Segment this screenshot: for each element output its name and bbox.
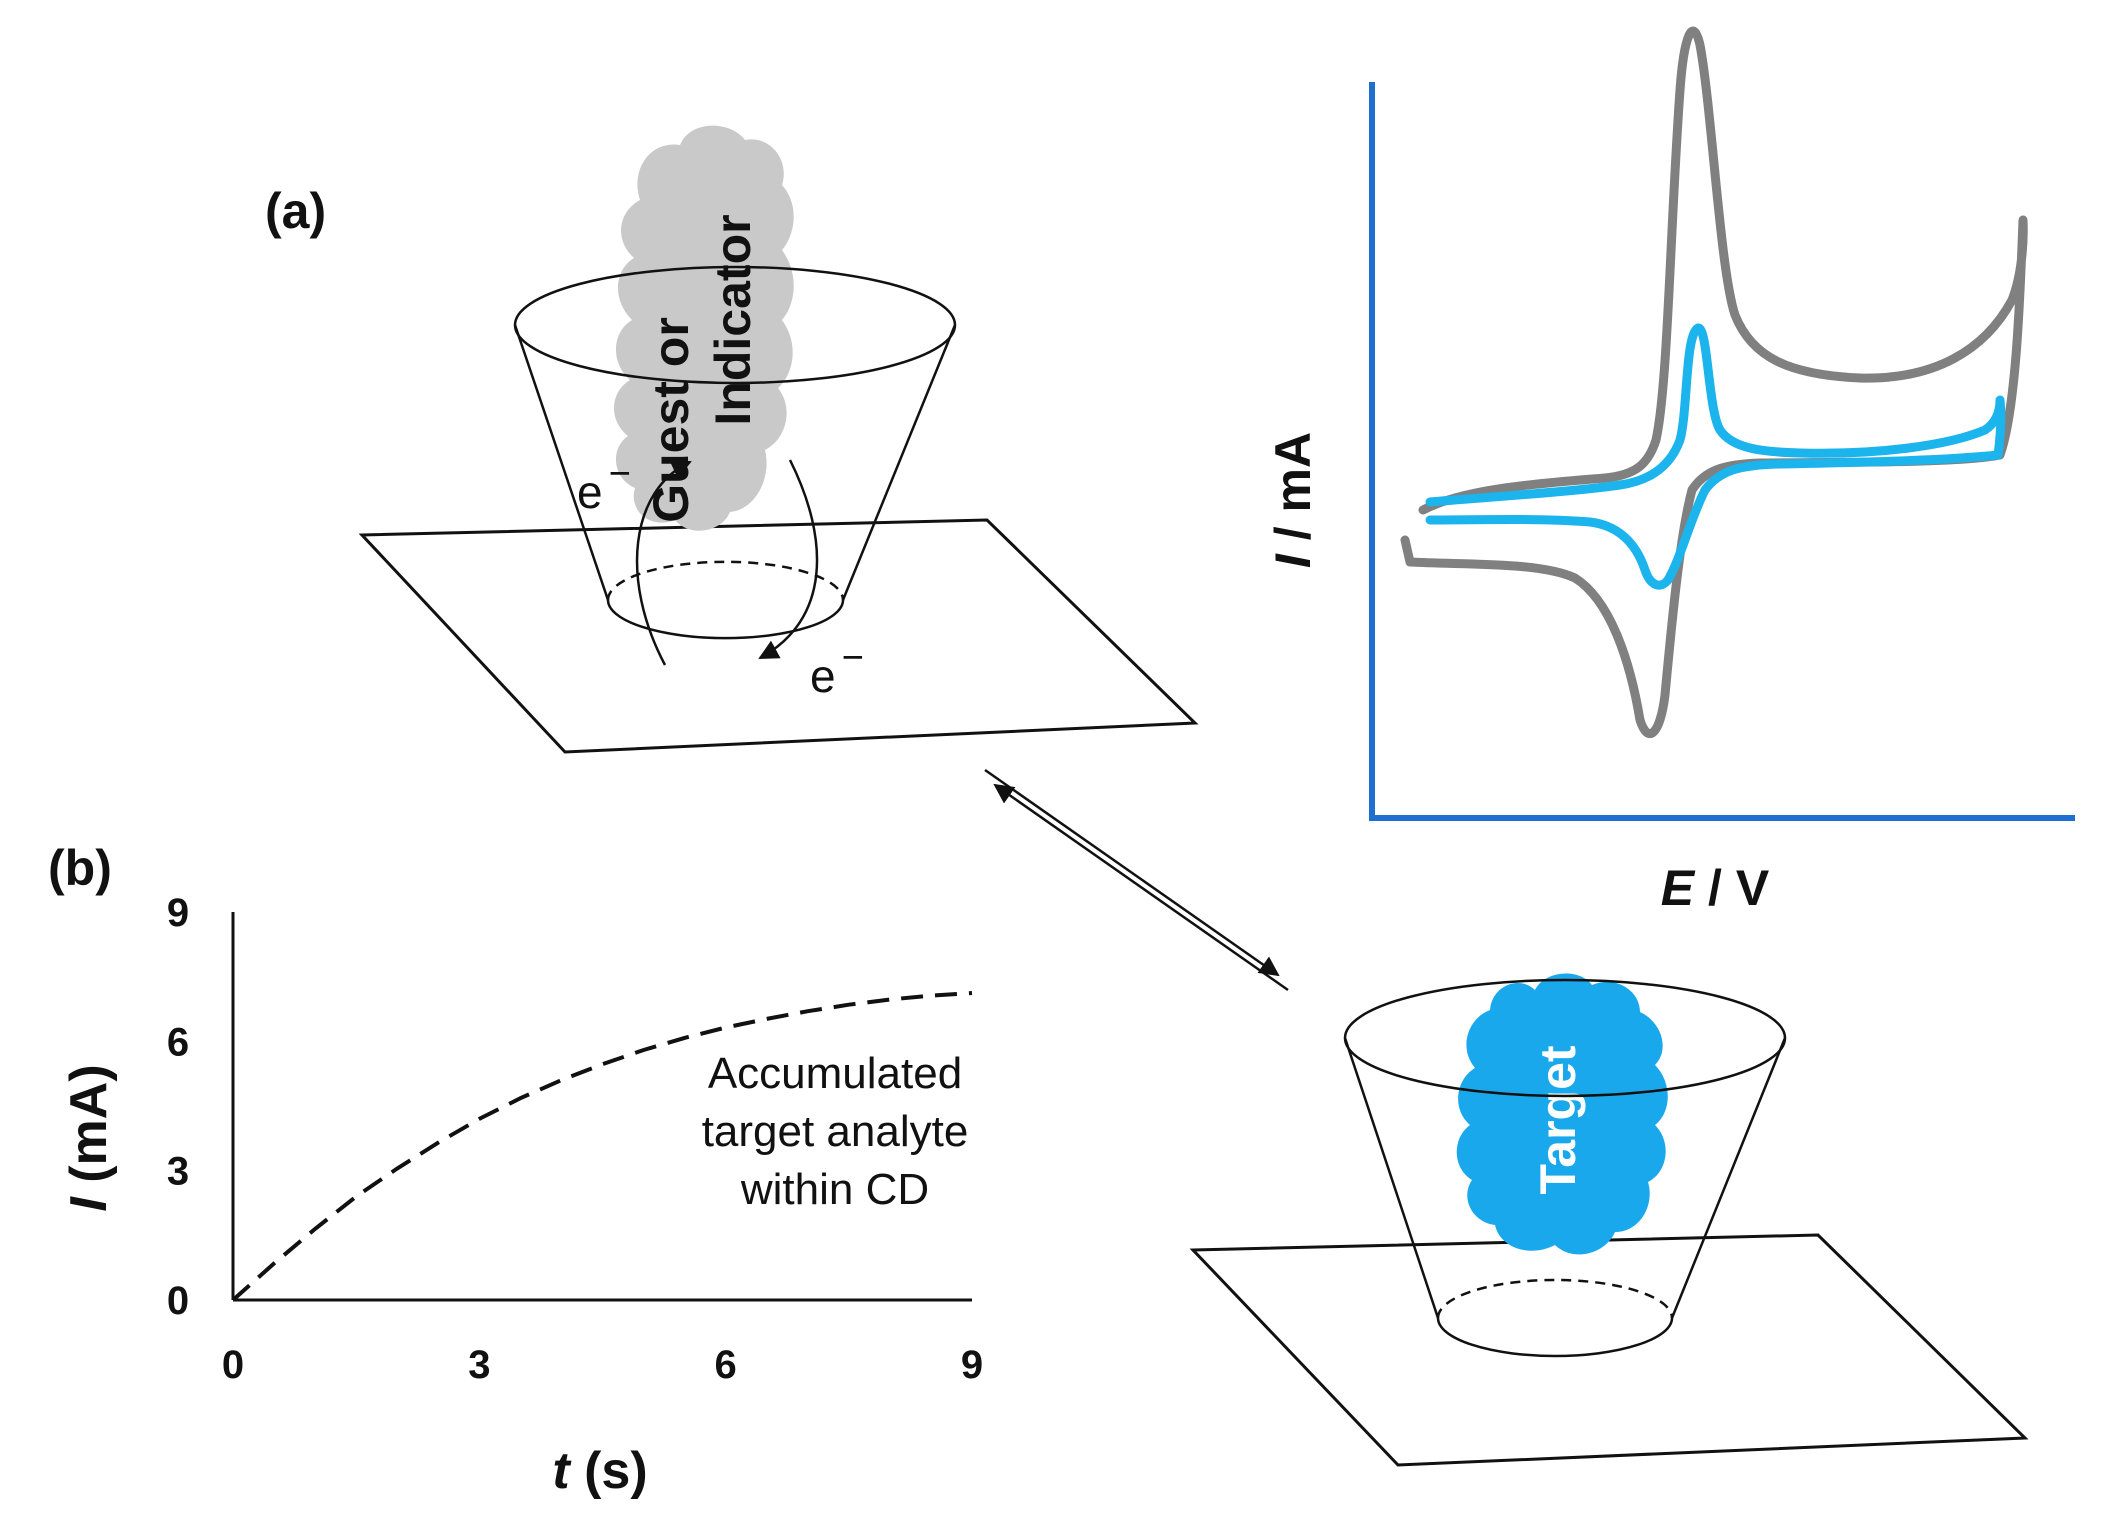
cv-x-label: E / V xyxy=(1661,860,1770,916)
electron-transfer-arrows: e− e− xyxy=(577,453,864,702)
guest-cloud-shape xyxy=(613,125,794,531)
x-tick-label-0: 0 xyxy=(222,1343,244,1387)
cone-rim-top xyxy=(513,265,957,385)
cv-curve-gray xyxy=(1400,26,2028,739)
cv-y-label: I / mA xyxy=(1265,432,1321,568)
cyclodextrin-cone-bottom xyxy=(1343,1037,1787,1358)
annotation-line-2: target analyte xyxy=(702,1107,969,1156)
cone-rim-bottom xyxy=(1343,978,1787,1098)
electrode-plane-bottom xyxy=(1189,1233,2029,1467)
annotation-line-1: Accumulated xyxy=(708,1049,962,1098)
target-cloud: Target xyxy=(1456,973,1668,1255)
guest-label-line2: Indicator xyxy=(705,214,761,425)
electron-arrow-out-icon xyxy=(758,459,819,660)
target-cloud-shape xyxy=(1456,973,1668,1255)
y-tick-label-3: 9 xyxy=(167,891,189,935)
annotation-line-3: within CD xyxy=(740,1165,929,1214)
current-time-chart: 0 3 6 9 0 3 6 9 I (mA) t (s) xyxy=(60,891,983,1500)
y-tick-label-1: 3 xyxy=(167,1150,189,1194)
panel-a-label: (a) xyxy=(265,183,326,239)
electron-label-left: e− xyxy=(577,453,631,518)
cyclodextrin-cone-top xyxy=(513,324,957,640)
y-tick-label-2: 6 xyxy=(167,1020,189,1064)
x-tick-label-2: 6 xyxy=(715,1343,737,1387)
panel-b-label: (b) xyxy=(48,840,112,896)
target-label: Target xyxy=(1530,1045,1586,1194)
electron-label-right: e− xyxy=(810,637,864,702)
chart-b-tick-labels: 0 3 6 9 0 3 6 9 xyxy=(167,891,983,1387)
guest-indicator-cloud: Guest or Indicator xyxy=(613,125,794,531)
chart-b-x-label: t (s) xyxy=(552,1442,647,1500)
guest-label-line1: Guest or xyxy=(643,317,699,523)
x-tick-label-1: 3 xyxy=(468,1343,490,1387)
chart-b-annotation: Accumulated target analyte within CD xyxy=(702,1049,969,1214)
x-tick-label-3: 9 xyxy=(961,1343,983,1387)
chart-b-series-line xyxy=(231,991,973,1302)
y-tick-label-0: 0 xyxy=(167,1279,189,1323)
equilibrium-arrows-icon xyxy=(984,768,1289,992)
electrode-plane-top xyxy=(358,518,1199,754)
cv-plot: I / mA E / V xyxy=(1265,26,2075,916)
electron-arrow-in-icon xyxy=(635,460,692,666)
chart-b-y-label: I (mA) xyxy=(60,1064,118,1211)
cv-curve-blue xyxy=(1425,323,2006,590)
